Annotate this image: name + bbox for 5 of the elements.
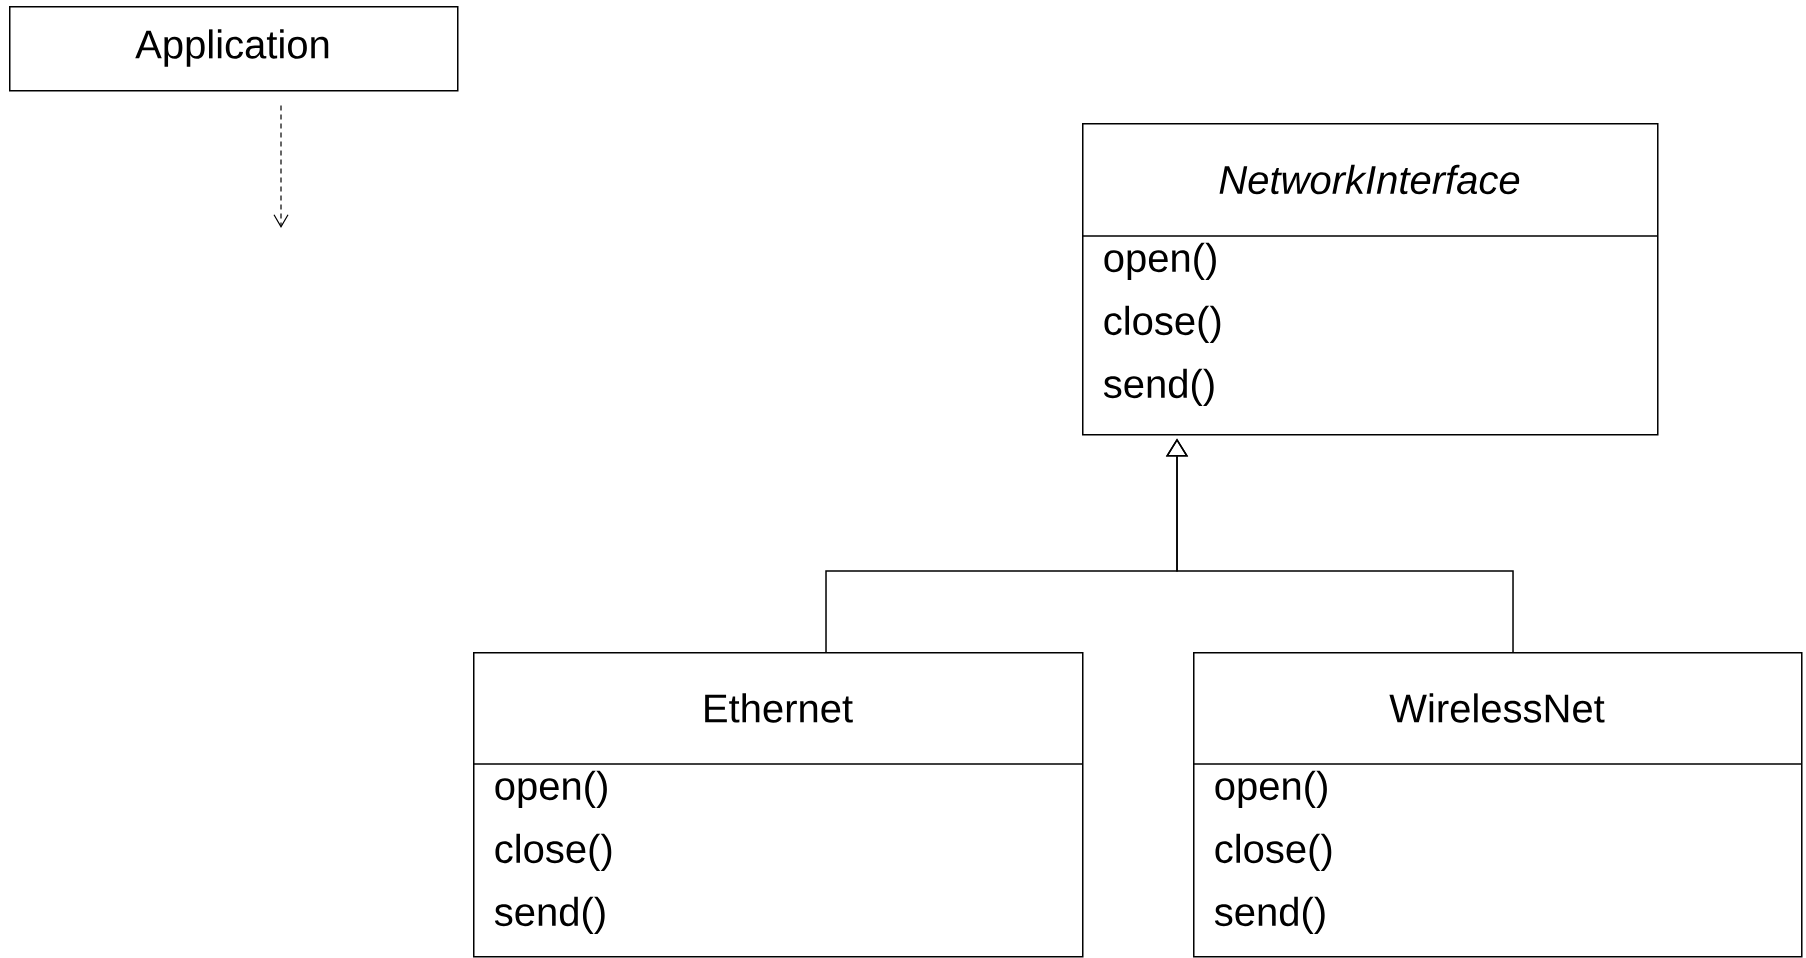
class-box: WirelessNet open() close() send() bbox=[1193, 652, 1803, 958]
box: Application bbox=[9, 6, 459, 92]
class-box: NetworkInterface open() close() send() bbox=[1082, 123, 1659, 436]
class-box: Ethernet open() close() send() bbox=[473, 652, 1084, 958]
dashed-arrow bbox=[273, 104, 289, 228]
